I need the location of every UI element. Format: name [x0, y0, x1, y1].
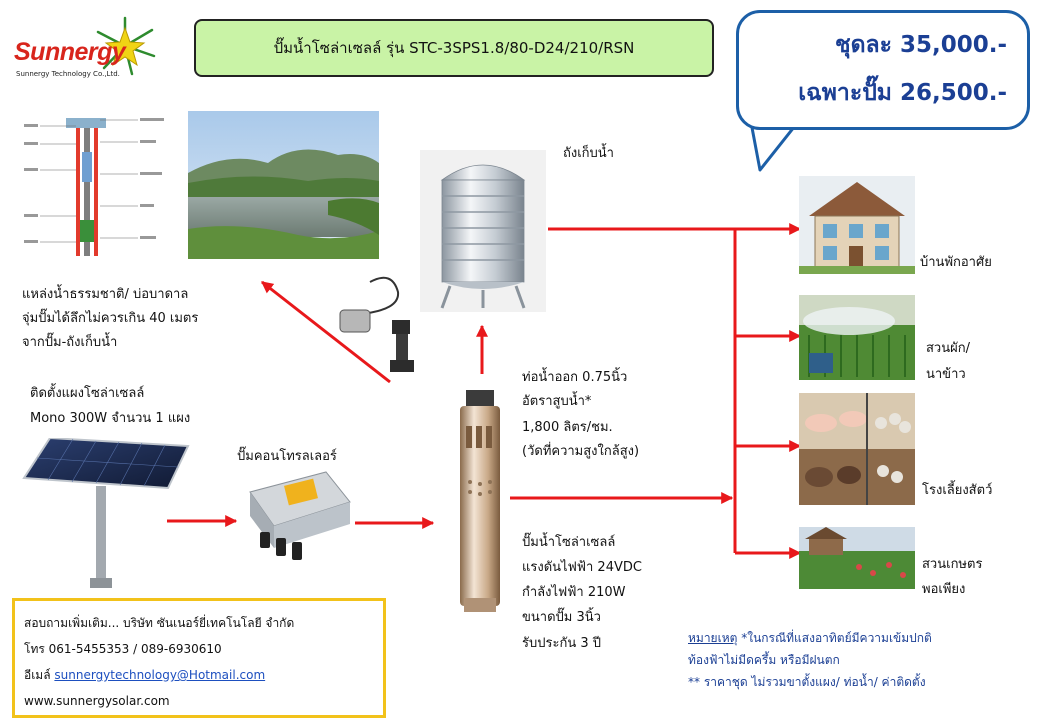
- pump-spec-line1: ปั๊มน้ำโซล่าเซลล์: [522, 535, 616, 550]
- source-text-line1: แหล่งน้ำธรรมชาติ/ บ่อบาดาล: [22, 287, 189, 302]
- logo-wordmark: Sunnergy: [14, 38, 126, 66]
- outlet-text-line2: อัตราสูบน้ำ*: [522, 394, 592, 409]
- footnote: หมายเหตุ *ในกรณีที่แสงอาทิตย์มีความเข้มป…: [688, 627, 932, 693]
- contact-email-link[interactable]: sunnergytechnology@Hotmail.com: [54, 668, 266, 682]
- company-logo: Sunnergy Sunnergy Technology Co.,Ltd.: [14, 16, 164, 82]
- use-garden-label-2: นาข้าว: [926, 367, 966, 382]
- use-farm-label: โรงเลี้ยงสัตว์: [922, 483, 993, 498]
- well-installation-diagram: [20, 112, 170, 262]
- contact-email-row: อีเมล์ sunnergytechnology@Hotmail.com: [24, 663, 265, 687]
- footnote-line3: ** ราคาชุด ไม่รวมขาตั้งแผง/ ท่อน้ำ/ ค่าต…: [688, 675, 926, 689]
- tank-label: ถังเก็บน้ำ: [563, 146, 614, 161]
- pump-spec-line4: ขนาดปั๊ม 3นิ้ว: [522, 610, 601, 625]
- outlet-text-line1: ท่อน้ำออก 0.75นิ้ว: [522, 370, 628, 385]
- float-switch-icon: [339, 276, 414, 372]
- use-agri-label-2: พอเพียง: [922, 582, 966, 597]
- price-pump-only: เฉพาะปั๊ม 26,500.-: [798, 80, 1007, 106]
- arrow-to-source: [261, 280, 391, 384]
- product-title-box: ปั๊มน้ำโซล่าเซลล์ รุ่น STC-3SPS1.8/80-D2…: [194, 19, 714, 77]
- footnote-line2: ท้องฟ้าไม่มีดครึ้ม หรือมีฝนตก: [688, 653, 840, 667]
- pump-spec-line5: รับประกัน 3 ปี: [522, 636, 601, 651]
- contact-company: สอบถามเพิ่มเติม... บริษัท ซันเนอร์ยี่เทค…: [24, 616, 295, 630]
- water-tank-image: [420, 150, 546, 312]
- contact-phone: โทร 061-5455353 / 089-6930610: [24, 642, 222, 656]
- house-photo: [799, 176, 915, 274]
- pump-spec-line2: แรงดันไฟฟ้า 24VDC: [522, 560, 642, 575]
- use-house-label: บ้านพักอาศัย: [920, 255, 992, 270]
- product-title: ปั๊มน้ำโซล่าเซลล์ รุ่น STC-3SPS1.8/80-D2…: [273, 39, 635, 57]
- use-garden-label-1: สวนผัก/: [926, 341, 970, 356]
- pump-spec-line3: กำลังไฟฟ้า 210W: [522, 585, 626, 600]
- outlet-text-line4: (วัดที่ความสูงใกล้สูง): [522, 444, 640, 459]
- source-text-line2: จุ่มปั๊มได้ลึกไม่ควรเกิน 40 เมตร: [22, 311, 199, 326]
- solar-pump-image: [460, 390, 500, 612]
- price-set: ชุดละ 35,000.-: [834, 32, 1007, 58]
- panel-text-line2: Mono 300W จำนวน 1 แผง: [30, 411, 191, 426]
- contact-box: สอบถามเพิ่มเติม... บริษัท ซันเนอร์ยี่เทค…: [12, 598, 386, 718]
- panel-text-line1: ติดตั้งแผงโซล่าเซลล์: [30, 386, 145, 401]
- livestock-photo: [799, 393, 915, 505]
- outlet-text-line3: 1,800 ลิตร/ชม.: [522, 420, 613, 435]
- star-burst-icon: [96, 16, 156, 76]
- contact-email-prefix: อีเมล์: [24, 668, 55, 682]
- footnote-line1: *ในกรณีที่แสงอาทิตย์มีความเข้มปกติ: [737, 631, 932, 645]
- contact-website[interactable]: www.sunnergysolar.com: [24, 694, 170, 708]
- use-agri-label-1: สวนเกษตร: [922, 557, 983, 572]
- pump-controller-image: [249, 471, 351, 560]
- source-text-line3: จากปั๊ม-ถังเก็บน้ำ: [22, 335, 118, 350]
- controller-label: ปั๊มคอนโทรลเลอร์: [237, 449, 337, 464]
- price-bubble: ชุดละ 35,000.- เฉพาะปั๊ม 26,500.-: [736, 10, 1030, 130]
- logo-tagline: Sunnergy Technology Co.,Ltd.: [16, 70, 120, 78]
- water-source-photo: [188, 111, 379, 259]
- footnote-label: หมายเหตุ: [688, 631, 738, 645]
- garden-photo: [799, 295, 915, 380]
- solar-panel-image: [22, 438, 190, 588]
- agriculture-photo: [799, 527, 915, 589]
